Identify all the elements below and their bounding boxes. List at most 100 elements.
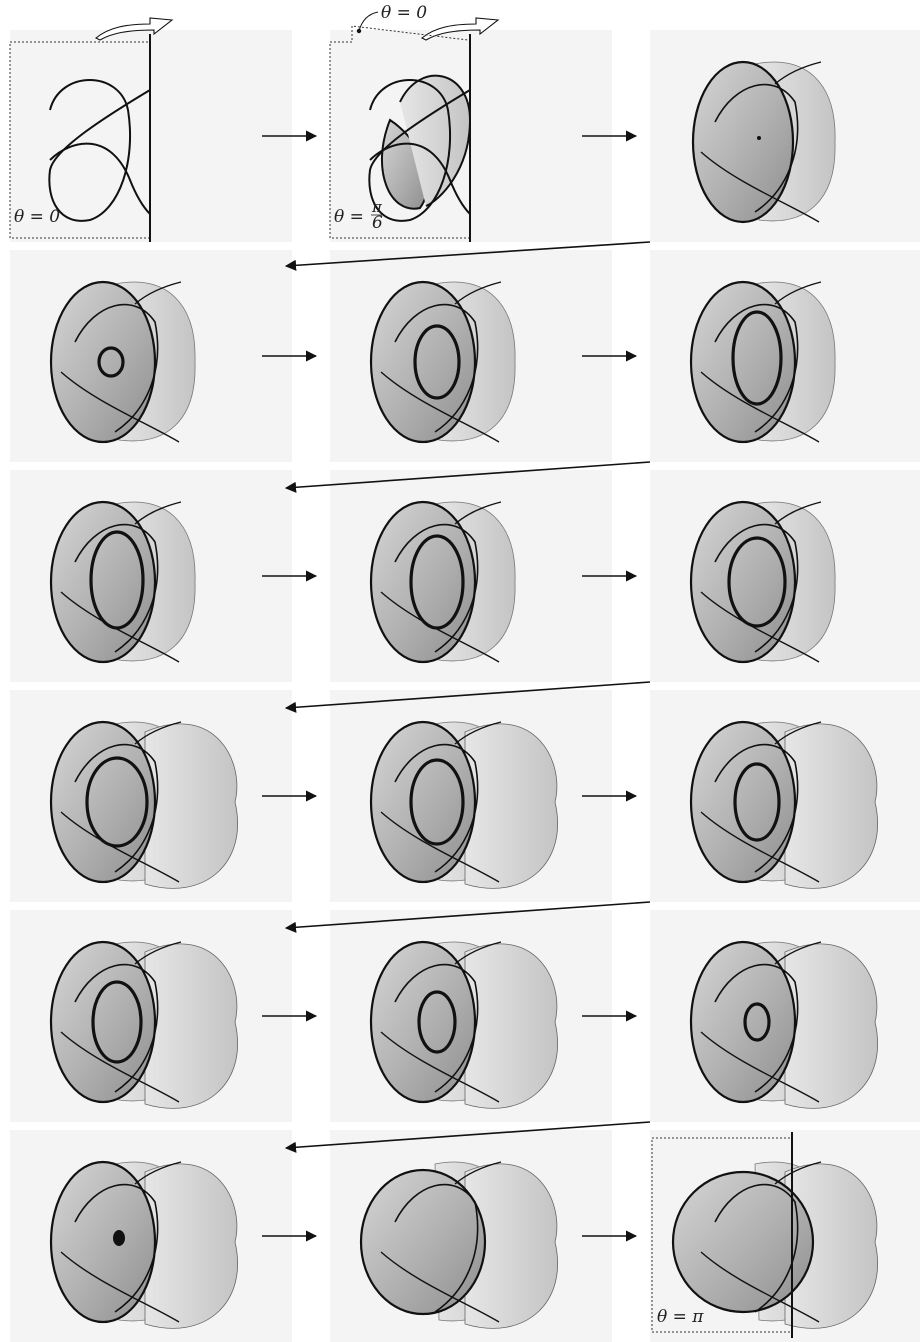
surface-lobe: [464, 1163, 558, 1329]
fold-curve: [700, 1251, 820, 1323]
boundary-loop: [417, 990, 457, 1054]
boundary-loop: [85, 756, 149, 848]
knot-strand: [369, 142, 471, 215]
fold-curve: [74, 1183, 159, 1313]
ribbon-edge: [774, 721, 822, 745]
panel-small-circle: [10, 250, 292, 462]
fold-curve: [60, 591, 180, 663]
label-second-numerator: π: [371, 198, 383, 216]
fold-curve: [714, 1183, 799, 1313]
panel-final: [650, 1130, 920, 1342]
fold-curve: [74, 523, 159, 653]
panel-wrap-2: [330, 690, 612, 902]
surface-front: [691, 60, 795, 224]
fold-curve: [700, 1031, 820, 1103]
boundary-loop: [743, 1002, 771, 1042]
panel-shrink-2: [330, 910, 612, 1122]
label-final: θ = π: [657, 1307, 704, 1327]
fold-curve: [714, 83, 799, 213]
fold-curve: [60, 1031, 180, 1103]
fold-curve: [60, 811, 180, 883]
surface-lobe: [464, 943, 558, 1109]
panel-loop-merge-3: [650, 470, 920, 682]
surface-front: [49, 500, 157, 664]
panel-shrink-3: [650, 910, 920, 1122]
surface-front: [359, 1168, 487, 1316]
surface-front: [49, 940, 157, 1104]
panel-wrap-1: [10, 690, 292, 902]
panel-shrink-1: [10, 910, 292, 1122]
ribbon-edge: [774, 501, 822, 525]
label-top-reference: θ = 0: [381, 3, 427, 23]
surface-front: [689, 940, 797, 1104]
fold-curve: [714, 303, 799, 433]
label-start: θ = 0: [14, 207, 60, 227]
panel-surface-point: [650, 30, 920, 242]
surface-front: [689, 280, 797, 444]
ribbon-edge: [134, 721, 182, 745]
surface-front: [689, 720, 797, 884]
knot-strand: [48, 79, 151, 222]
ribbon-edge: [454, 721, 502, 745]
critical-point: [757, 136, 761, 140]
boundary-loop: [97, 346, 125, 378]
ribbon-edge: [774, 281, 822, 305]
surface-front: [49, 1160, 157, 1324]
boundary-loop: [409, 534, 465, 630]
ribbon-edge: [134, 501, 182, 525]
ribbon-edge: [134, 1161, 182, 1185]
surface-lobe: [784, 1163, 878, 1329]
fold-curve: [700, 591, 820, 663]
panel-dot: [10, 1130, 292, 1342]
boundary-loop: [91, 980, 143, 1064]
boundary-loop: [733, 762, 781, 842]
fold-curve: [74, 303, 159, 433]
surface-front: [49, 720, 157, 884]
fold-curve: [380, 1251, 500, 1323]
surface-front: [369, 720, 477, 884]
fold-curve: [380, 371, 500, 443]
label-second: θ =: [334, 207, 364, 227]
surface-lobe: [464, 723, 558, 889]
knot-strand: [49, 142, 151, 215]
panel-loop-merge-2: [330, 470, 612, 682]
fold-curve: [700, 151, 820, 223]
ribbon-edge: [454, 501, 502, 525]
fold-curve: [60, 1251, 180, 1323]
fold-curve: [394, 303, 479, 433]
fold-curve: [380, 1031, 500, 1103]
boundary-loop: [413, 324, 461, 400]
boundary-loop: [89, 530, 145, 630]
label-second-denominator: 6: [372, 213, 383, 233]
surface-front: [369, 500, 477, 664]
fold-curve: [394, 963, 479, 1093]
surface-lobe: [144, 723, 238, 889]
fold-curve: [700, 811, 820, 883]
surface-front: [671, 1170, 815, 1314]
surface-front: [369, 280, 477, 444]
ribbon-edge: [134, 941, 182, 965]
boundary-loop: [727, 536, 787, 628]
fold-curve: [60, 371, 180, 443]
surface-lobe: [144, 1163, 238, 1329]
return-arrows: [284, 241, 651, 1153]
return-arrow-row5: [284, 1121, 651, 1153]
surface-lobe: [784, 943, 878, 1109]
return-arrow-row3: [284, 681, 651, 713]
fold-curve: [394, 1183, 479, 1313]
row-arrows: [262, 130, 638, 1242]
ribbon-edge: [774, 941, 822, 965]
panels-layer: [10, 30, 920, 1342]
return-arrow-row1: [284, 241, 651, 271]
fold-curve: [394, 523, 479, 653]
ribbon-edge: [774, 61, 822, 85]
panel-circle-touch: [650, 250, 920, 462]
fold-curve: [74, 963, 159, 1093]
boundary-loop: [731, 310, 783, 406]
ribbon-edge: [774, 1161, 822, 1185]
panel-circle-growing: [330, 250, 612, 462]
surface-front: [689, 500, 797, 664]
fold-curve: [394, 743, 479, 873]
surface-lobe: [784, 723, 878, 889]
